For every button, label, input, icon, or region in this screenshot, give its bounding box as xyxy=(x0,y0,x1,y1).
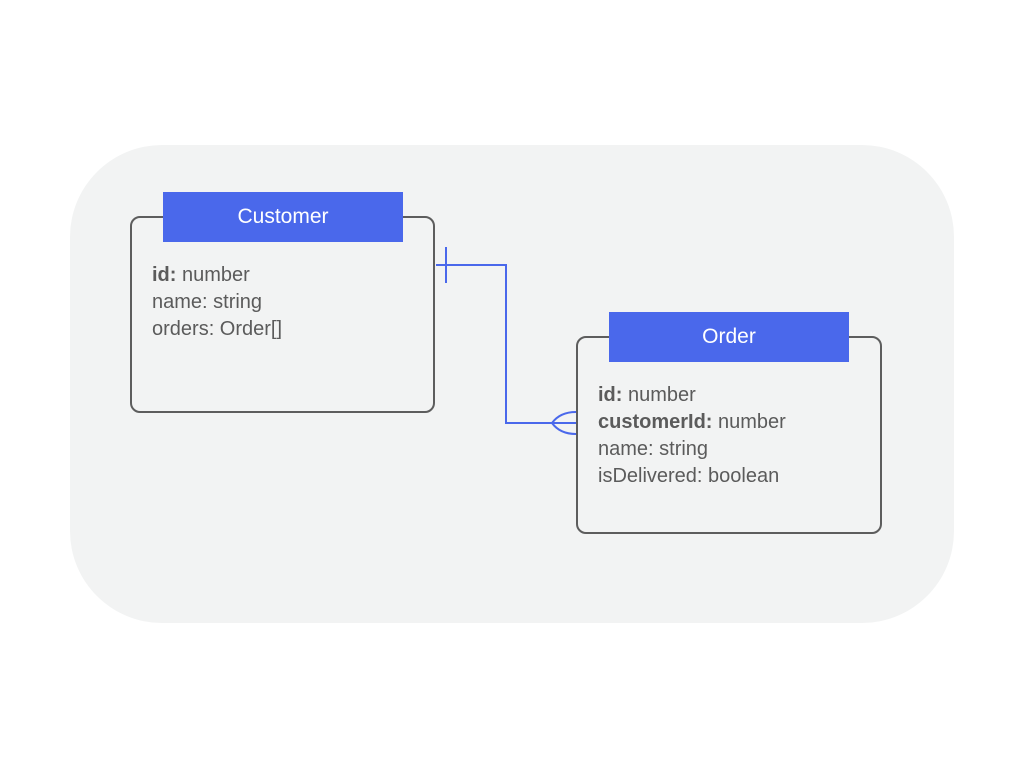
field-name: name: xyxy=(152,291,208,313)
entity-field[interactable]: id: number xyxy=(152,262,282,289)
entity-title: Customer xyxy=(237,205,329,228)
entity-title: Order xyxy=(702,325,756,348)
entity-field[interactable]: isDelivered: boolean xyxy=(598,463,786,490)
field-type: string xyxy=(207,291,263,313)
entity-field[interactable]: name: string xyxy=(598,436,786,463)
field-type: number xyxy=(176,264,250,286)
entity-field[interactable]: orders: Order[] xyxy=(152,316,282,343)
entity-field-list: id: number name: string orders: Order[] xyxy=(152,262,282,343)
field-type: Order[] xyxy=(214,318,283,340)
field-type: boolean xyxy=(702,465,780,487)
entity-field-list: id: number customerId: number name: stri… xyxy=(598,382,786,490)
entity-field[interactable]: name: string xyxy=(152,289,282,316)
entity-header-order[interactable]: Order xyxy=(609,312,849,362)
entity-order[interactable]: Order id: number customerId: number name… xyxy=(576,312,882,534)
field-name: orders: xyxy=(152,318,215,340)
entity-customer[interactable]: Customer id: number name: string orders:… xyxy=(130,192,435,413)
field-name: name: xyxy=(598,438,654,460)
field-type: string xyxy=(653,438,709,460)
field-type: number xyxy=(712,411,786,433)
entity-field[interactable]: id: number xyxy=(598,382,786,409)
entity-field[interactable]: customerId: number xyxy=(598,409,786,436)
field-name: isDelivered: xyxy=(598,465,703,487)
field-name: id: xyxy=(598,384,623,406)
field-type: number xyxy=(622,384,696,406)
entity-header-customer[interactable]: Customer xyxy=(163,192,403,242)
field-name: id: xyxy=(152,264,177,286)
field-name: customerId: xyxy=(598,411,713,433)
